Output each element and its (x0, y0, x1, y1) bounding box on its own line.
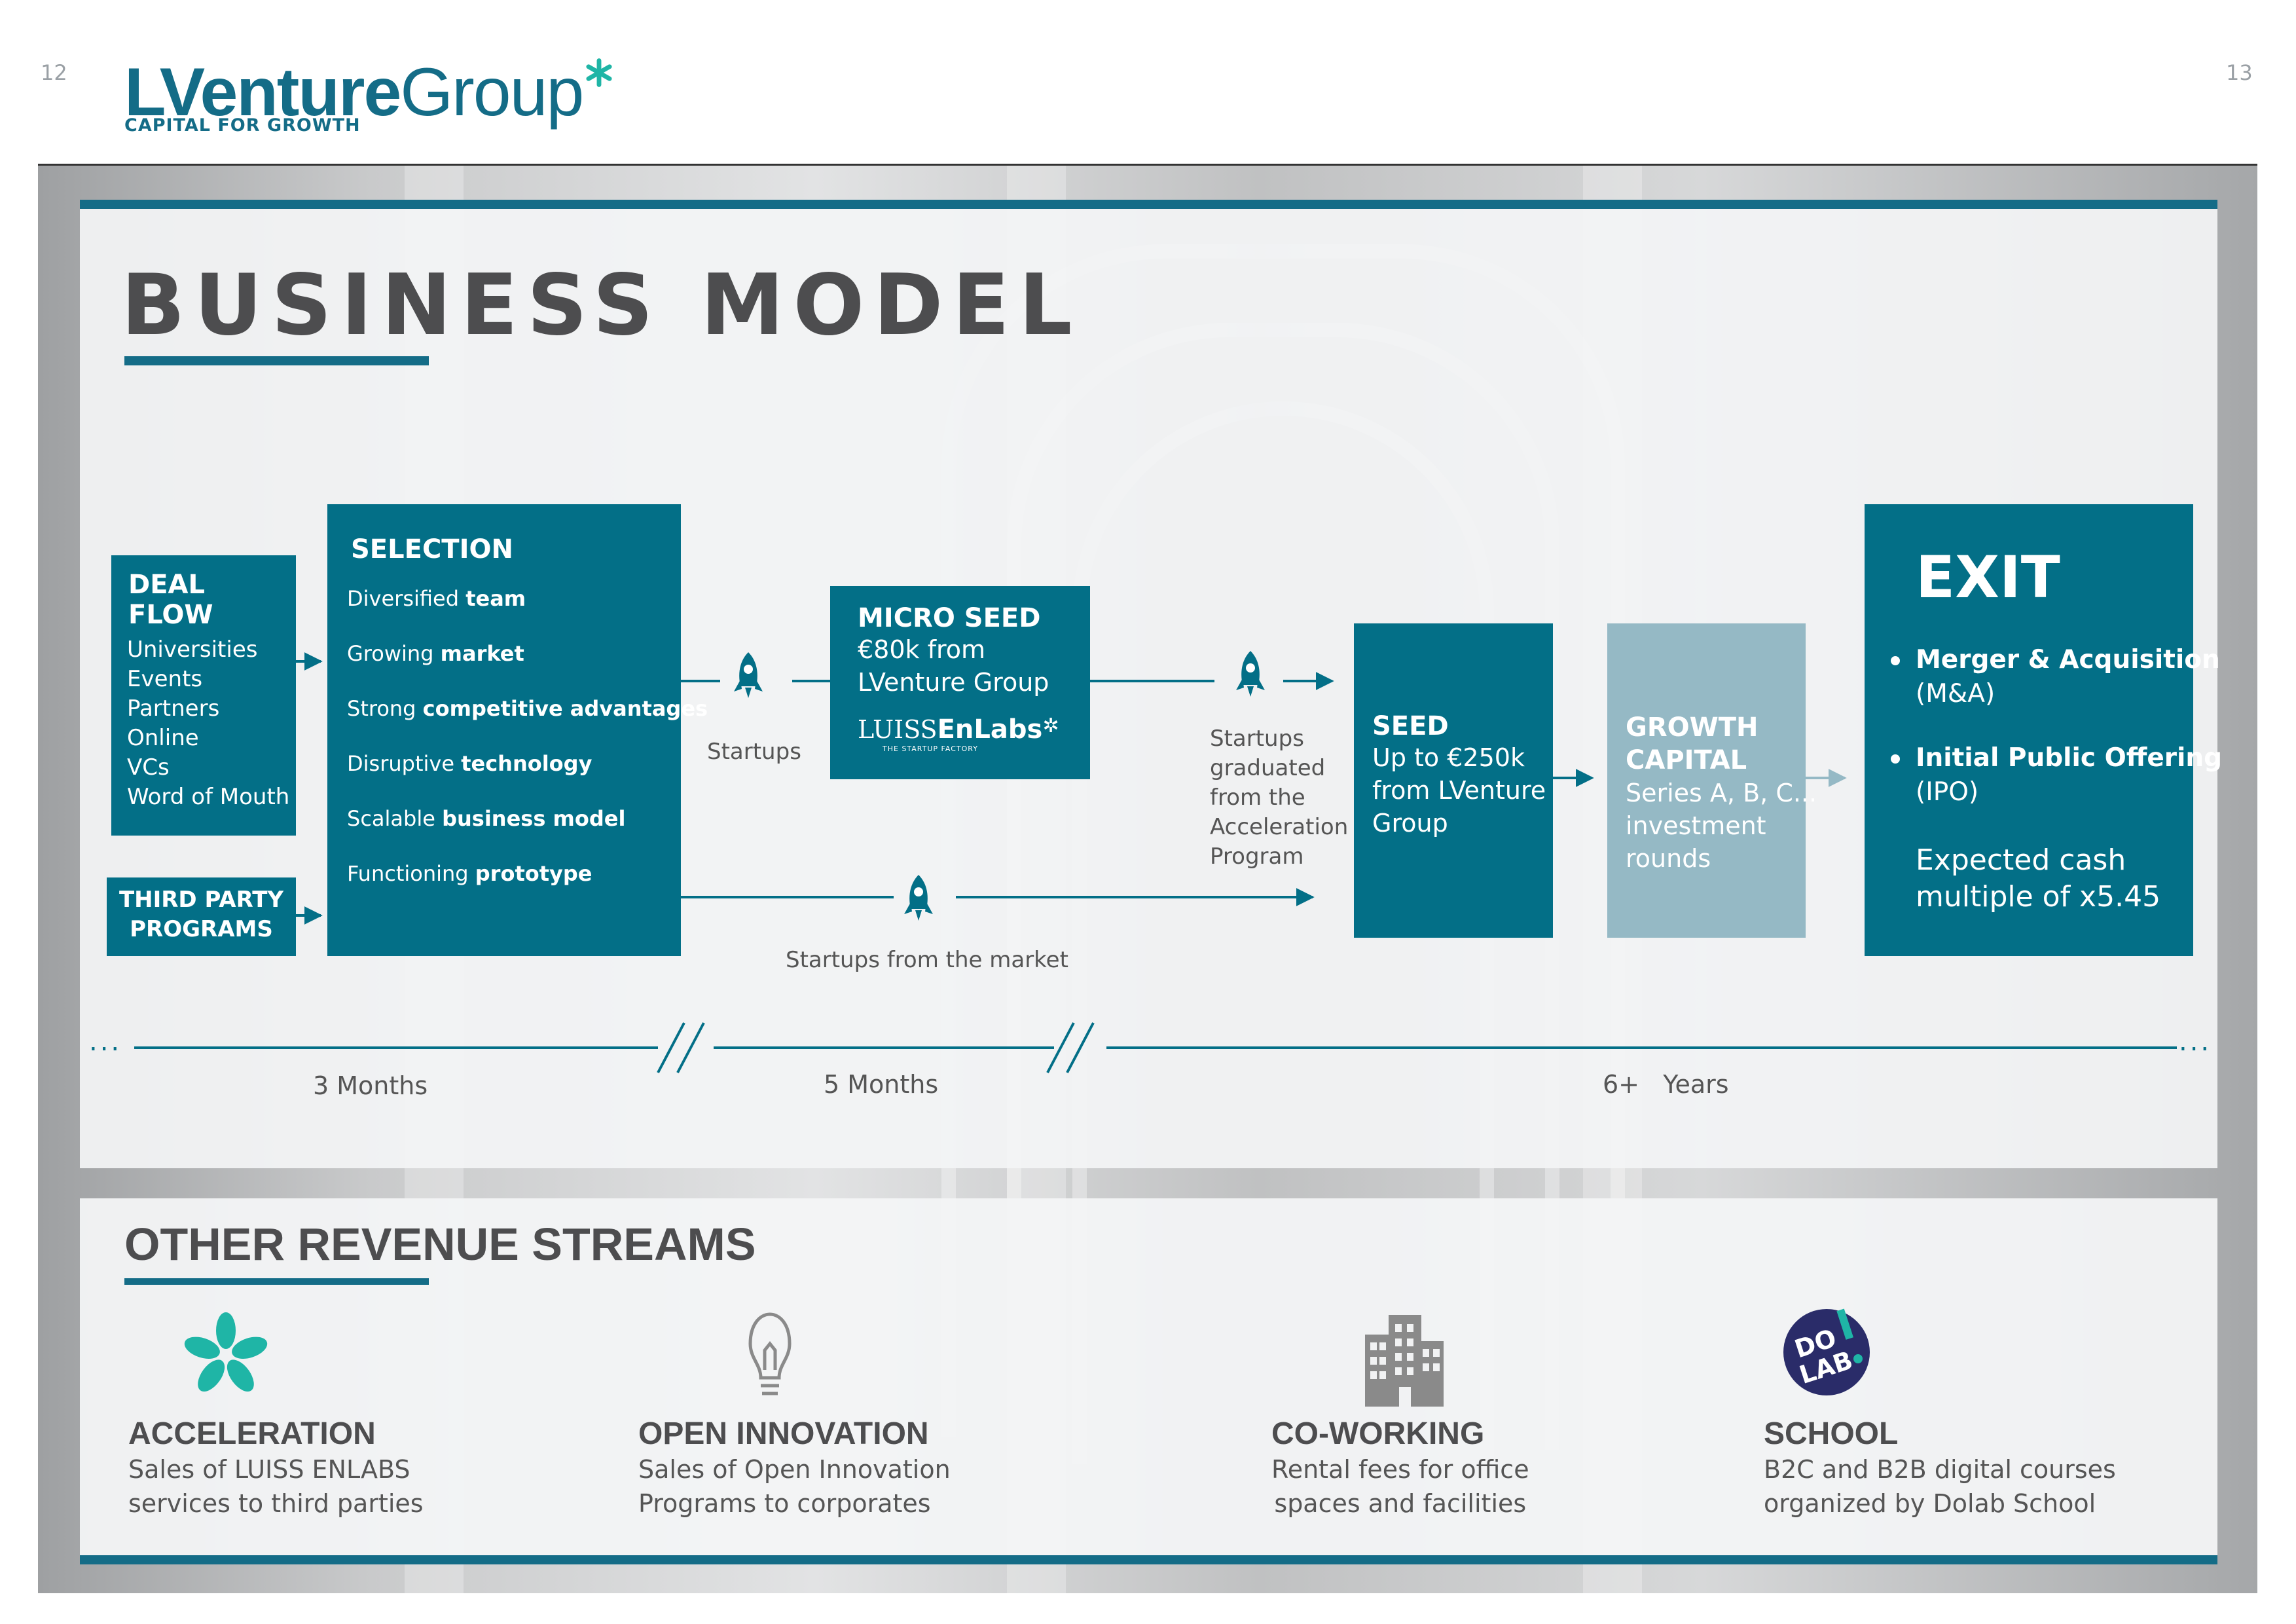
startups-market-label: Startups from the market (786, 947, 1068, 973)
timeline-dots-left: ... (89, 1027, 122, 1057)
selection-item: Functioning prototype (347, 861, 592, 886)
header-divider (38, 164, 2257, 166)
brand-logo: LVentureGroup (124, 54, 614, 132)
dolab-icon: DO LAB (1783, 1308, 1870, 1395)
timeline-label-3-months: 3 Months (313, 1071, 428, 1100)
startups-label: Startups (707, 739, 801, 765)
deal-flow-item: Partners (127, 695, 220, 722)
exit-title: EXIT (1916, 544, 2060, 611)
asterisk-icon (586, 58, 612, 87)
timeline-years-number: 6+ (1603, 1070, 1640, 1099)
timeline-years-unit: Years (1663, 1070, 1729, 1099)
deal-flow-item: Word of Mouth (127, 784, 290, 810)
brand-name-light: Group (400, 54, 584, 130)
deal-flow-item: Universities (127, 637, 258, 663)
deal-flow-item: Events (127, 666, 203, 692)
third-party-line1: THIRD PARTY (118, 887, 284, 913)
seed-title: SEED (1372, 711, 1449, 741)
business-model-title: BUSINESS MODEL (121, 257, 1082, 354)
deal-flow-item: Online (127, 725, 199, 751)
exit-bullet-ma: Merger & Acquisition (M&A) (1891, 643, 2220, 711)
deal-flow-box: DEAL FLOW Universities Events Partners O… (111, 555, 296, 836)
stream-desc-coworking: Rental fees for office spaces and facili… (1271, 1455, 1529, 1518)
title-underline (124, 356, 429, 365)
micro-seed-box: MICRO SEED €80k from LVenture Group LUIS… (830, 586, 1090, 779)
brand-name-bold: LVenture (124, 54, 401, 130)
graduated-label: Startups graduated from the Acceleration… (1210, 726, 1349, 870)
third-party-box: THIRD PARTY PROGRAMS (107, 877, 296, 956)
micro-seed-title: MICRO SEED (858, 603, 1041, 633)
selection-item: Growing market (347, 641, 524, 666)
timeline-dots-right: ... (2179, 1027, 2212, 1057)
other-revenue-title: OTHER REVENUE STREAMS (124, 1219, 756, 1270)
exit-box: EXIT Merger & Acquisition (M&A) Initial … (1865, 504, 2222, 956)
seed-box: SEED Up to €250k from LVenture Group (1354, 623, 1553, 938)
asterisk-icon: ✲ (1042, 714, 1059, 737)
other-revenue-panel (80, 1198, 2217, 1564)
stream-desc-school: B2C and B2B digital courses organized by… (1764, 1455, 2116, 1518)
lightbulb-icon (748, 1312, 792, 1395)
selection-box: SELECTION Diversified team Growing marke… (327, 504, 708, 956)
page-number-right: 13 (2226, 60, 2253, 85)
deal-flow-title: DEAL FLOW (128, 570, 213, 630)
stream-desc-acceleration: Sales of LUISS ENLABS services to third … (128, 1455, 424, 1518)
timeline (134, 1022, 2177, 1073)
selection-title: SELECTION (351, 534, 513, 564)
micro-seed-line2: LVenture Group (858, 668, 1049, 697)
exit-bullet-ipo: Initial Public Offering (IPO) (1890, 741, 2222, 809)
stream-title-acceleration: ACCELERATION (128, 1416, 376, 1451)
third-party-line2: PROGRAMS (130, 916, 273, 942)
luiss-enlabs-logo: LUISSEnLabs✲ THE STARTUP FACTORY (858, 714, 1059, 753)
stream-desc-open-innovation: Sales of Open Innovation Programs to cor… (638, 1455, 951, 1518)
building-icon (1365, 1315, 1444, 1407)
stream-title-school: SCHOOL (1764, 1416, 1899, 1451)
title-underline (124, 1278, 429, 1285)
deal-flow-item: VCs (127, 754, 170, 781)
growth-capital-box: GROWTH CAPITAL Series A, B, C... investm… (1607, 623, 1817, 938)
flower-icon (184, 1312, 268, 1392)
selection-item: Strong competitive advantages (347, 696, 708, 721)
brand-tagline: CAPITAL FOR GROWTH (124, 115, 361, 136)
timeline-label-5-months: 5 Months (824, 1070, 939, 1099)
selection-item: Diversified team (347, 586, 526, 611)
micro-seed-line1: €80k from (858, 635, 986, 664)
selection-item: Disruptive technology (347, 751, 592, 776)
stream-title-coworking: CO-WORKING (1271, 1416, 1485, 1451)
timeline-label-years: 6+ Years (1603, 1070, 1729, 1099)
selection-item: Scalable business model (347, 806, 626, 831)
exit-expected-multiple: Expected cash multiple of x5.45 (1916, 843, 2161, 913)
page-number-left: 12 (41, 60, 67, 85)
stream-title-open-innovation: OPEN INNOVATION (638, 1416, 929, 1451)
